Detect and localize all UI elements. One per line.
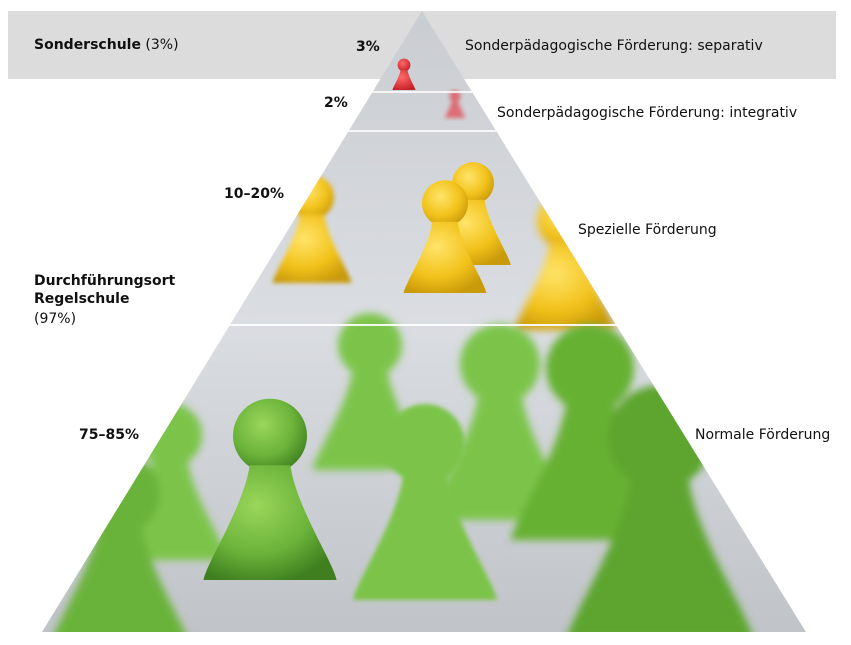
level-label-normal: Normale Förderung — [695, 427, 831, 443]
regelschule-label-line2: Regelschule — [34, 291, 130, 307]
level-label-speziell: Spezielle Förderung — [578, 222, 717, 238]
regelschule-label-line1: Durchführungsort — [34, 273, 176, 289]
regelschule-share: (97%) — [34, 311, 77, 327]
level-label-separativ: Sonderpädagogische Förderung: separativ — [465, 38, 763, 54]
level-percent-normal: 75–85% — [79, 427, 139, 443]
level-label-integrativ: Sonderpädagogische Förderung: integrativ — [497, 105, 798, 121]
level-percent-speziell: 10–20% — [224, 186, 284, 202]
level-percent-separativ: 3% — [356, 39, 380, 55]
level-percent-integrativ: 2% — [324, 95, 348, 111]
sonderschule-label: Sonderschule (3%) — [34, 37, 179, 53]
